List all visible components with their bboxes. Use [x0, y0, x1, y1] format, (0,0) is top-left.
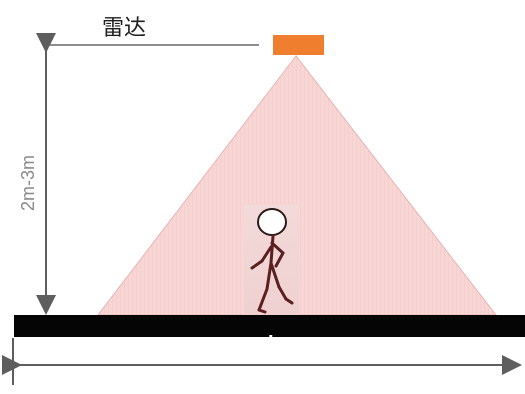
radar-label: 雷达: [102, 16, 146, 41]
height-range-label: 2m-3m: [18, 155, 38, 211]
person-arm-left: [260, 245, 273, 263]
person-leg-left-lower: [257, 287, 269, 312]
person-foot-right: [284, 297, 294, 305]
length-label: L: [268, 332, 280, 354]
person-arm-right: [270, 241, 285, 255]
person-body: [269, 234, 275, 265]
person-leg-right-upper: [269, 261, 281, 289]
person-icon: [250, 208, 294, 314]
person-foot-left: [257, 308, 267, 314]
person-leg-right-lower: [277, 285, 288, 301]
floor-bar: [14, 315, 525, 337]
person-head: [257, 208, 287, 236]
person-forearm-left: [250, 259, 264, 270]
person-forearm-right: [274, 251, 285, 268]
radar-box-icon: [273, 35, 324, 55]
person-leg-left-upper: [265, 261, 273, 291]
